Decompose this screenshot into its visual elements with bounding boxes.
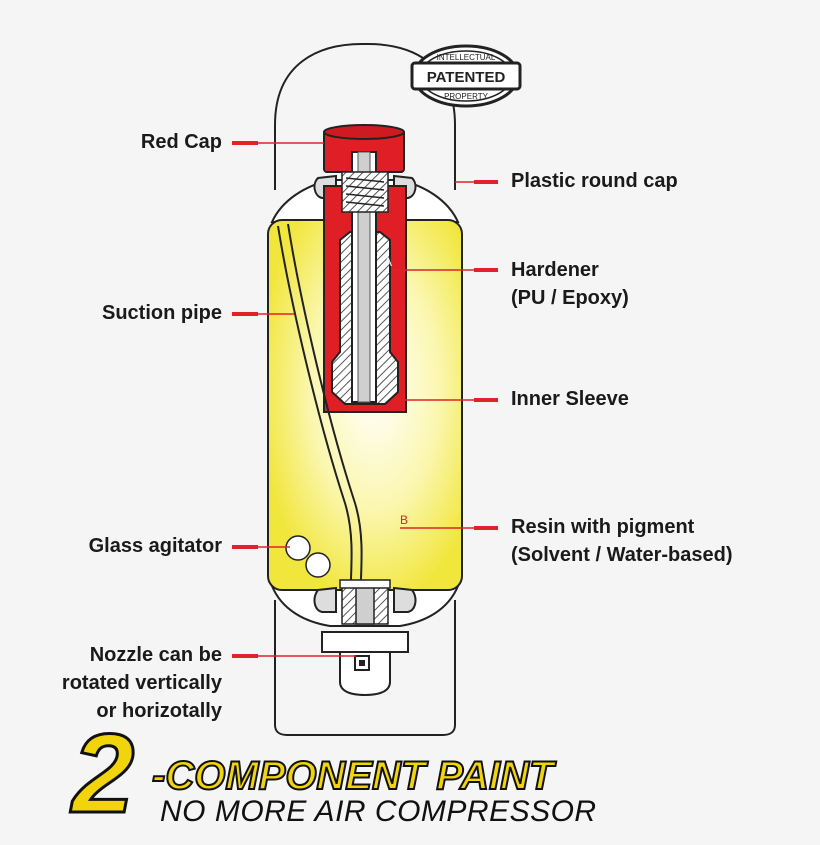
nozzle [339, 651, 391, 697]
nozzle-base [321, 631, 409, 653]
label-resin-line1: Resin with pigment [511, 516, 695, 538]
label-nozzle-line2: rotated vertically [61, 672, 222, 694]
label-red-cap: Red Cap [60, 128, 222, 156]
marker-b: B [400, 513, 408, 527]
can-bottom-outline [274, 600, 456, 736]
label-inner-sleeve-text: Inner Sleeve [511, 388, 629, 410]
label-plastic-round-cap-text: Plastic round cap [511, 170, 678, 192]
label-glass-agitator: Glass agitator [20, 532, 222, 560]
label-suction-pipe-text: Suction pipe [102, 302, 222, 324]
label-red-cap-text: Red Cap [140, 131, 222, 153]
label-glass-agitator-text: Glass agitator [88, 535, 222, 557]
marker-a: A [384, 255, 392, 269]
patented-seal [410, 44, 522, 108]
label-hardener-line1: Hardener [511, 259, 599, 281]
label-inner-sleeve: Inner Sleeve [511, 385, 629, 413]
glass-agitator-ball-1 [285, 535, 311, 561]
suction-pipe [277, 225, 353, 601]
label-nozzle-line1: Nozzle can be [89, 644, 222, 666]
label-plastic-round-cap: Plastic round cap [511, 167, 678, 195]
label-resin-line2: (Solvent / Water-based) [511, 544, 733, 566]
label-nozzle: Nozzle can be rotated vertically or hori… [4, 641, 222, 725]
bottom-spring [341, 583, 389, 625]
seal-bottom-text: PROPERTY [444, 92, 489, 101]
top-spring [341, 171, 389, 213]
seal-center-text: PATENTED [427, 69, 506, 86]
title-main: -COMPONENT PAINT [151, 753, 554, 799]
title-number: 2 [70, 711, 135, 836]
title-subtitle: NO MORE AIR COMPRESSOR [160, 795, 597, 828]
bottom-crimp [313, 586, 417, 613]
label-hardener: Hardener (PU / Epoxy) [511, 256, 629, 312]
seal-top-text: INTELLECTUAL [437, 53, 496, 62]
label-nozzle-line3: or horizotally [96, 700, 222, 722]
label-resin: Resin with pigment (Solvent / Water-base… [511, 513, 733, 569]
label-suction-pipe: Suction pipe [20, 299, 222, 327]
glass-agitator-ball-2 [305, 552, 331, 578]
label-hardener-line2: (PU / Epoxy) [511, 287, 629, 309]
leader-lines [232, 141, 498, 658]
